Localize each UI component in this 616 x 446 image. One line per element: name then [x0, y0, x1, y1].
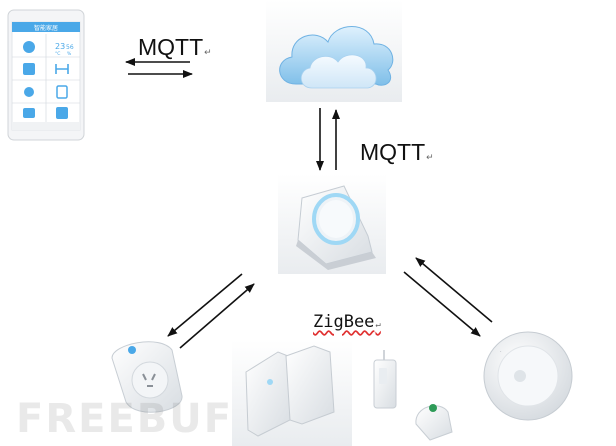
round-sensor-hub-device: . [483, 331, 573, 421]
phone-reading-hum: 56 [66, 44, 74, 51]
phone-tile-icon [24, 87, 34, 97]
arrow-roundhub-to-gateway [415, 257, 493, 323]
cloud-icon [266, 0, 402, 102]
phone-title: 智能家居 [34, 24, 58, 32]
phone-tile-icon [23, 108, 35, 118]
socket-status-led [128, 346, 136, 354]
arrow-socket-to-gateway [179, 283, 255, 349]
return-mark: ↵ [375, 320, 381, 330]
label-mqtt-cloud-gateway: MQTT↵ [360, 139, 434, 165]
phone-reading-temp: 23 [55, 42, 65, 51]
return-mark: ↵ [426, 152, 434, 162]
phone-app-device: 智能家居 23 56 °C % [7, 9, 85, 141]
phone-tile-icon [56, 107, 68, 119]
leak-sensor-indicator [429, 404, 437, 412]
label-mqtt-cloud-phone: MQTT↵ [138, 34, 212, 60]
contact-sensor-device [373, 350, 397, 409]
label-zigbee: ZigBee↵ [313, 312, 381, 332]
phone-tile-icon [56, 85, 68, 99]
door-sensor-device [232, 340, 352, 446]
return-mark: ↵ [204, 47, 212, 57]
watermark: FREEBUF [16, 396, 234, 442]
phone-tile-icon [55, 64, 69, 74]
phone-unit-hum: % [67, 51, 72, 57]
phone-header-bar [12, 22, 80, 32]
svg-text:.: . [500, 348, 502, 354]
phone-unit-temp: °C [55, 51, 60, 57]
arrow-gateway-to-roundhub [403, 271, 481, 337]
smart-socket-device [111, 341, 183, 413]
phone-tile-icon [23, 63, 35, 75]
phone-tile-icon [23, 41, 35, 53]
water-leak-sensor-device [415, 404, 453, 441]
arrow-gateway-to-socket [167, 273, 243, 337]
gateway-hub-device [278, 174, 386, 274]
